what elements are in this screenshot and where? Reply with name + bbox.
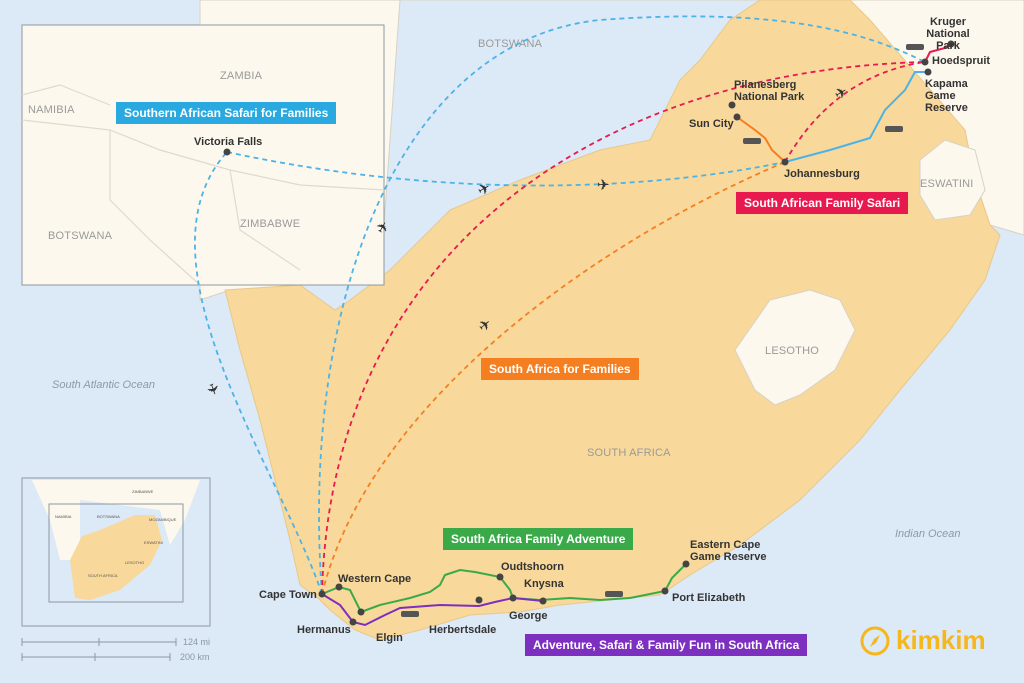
kimkim-logo: kimkim [860,625,986,656]
country-label-lesotho: LESOTHO [765,345,819,357]
country-label-eswatini: ESWATINI [920,178,974,190]
scale-miles: 124 mi [183,637,211,647]
place-sun-city: Sun City [689,118,734,130]
inset-label-namibia: NAMIBIA [28,104,75,116]
place-kapama: Kapama Game Reserve [925,78,968,114]
route-label-sa-for-families[interactable]: South Africa for Families [481,358,639,380]
south-africa-land [224,0,1001,641]
place-hermanus: Hermanus [297,624,351,636]
inset-map [21,24,385,286]
inset-label-zimbabwe: ZIMBABWE [240,218,301,230]
locator-botswana: BOTSWANA [97,514,120,519]
place-cape-town: Cape Town [259,589,317,601]
place-elgin: Elgin [376,632,403,644]
locator-eswatini: ESWATINI [144,540,163,545]
place-george: George [509,610,548,622]
place-kruger: Kruger National Park [926,16,970,52]
flight-route-red [321,61,926,595]
ocean-label-atlantic: South Atlantic Ocean [52,379,155,391]
scale-km: 200 km [180,652,210,662]
place-western-cape: Western Cape [338,573,412,585]
route-label-family-adventure[interactable]: South Africa Family Adventure [443,528,634,550]
flight-route-blue [194,15,926,595]
inset-label-botswana: BOTSWANA [48,230,113,242]
ocean-label-indian: Indian Ocean [895,528,961,540]
locator-lesotho: LESOTHO [125,560,145,565]
inset-borders [21,84,385,286]
place-eastern-cape: Eastern Cape Game Reserve [690,539,767,563]
plane-icon: ✈ [597,177,610,194]
place-port-elizabeth: Port Elizabeth [672,592,746,604]
place-victoria-falls: Victoria Falls [194,136,263,148]
brand-name: kimkim [896,625,986,655]
route-label-family-safari[interactable]: South African Family Safari [736,192,909,214]
road-route-purple [321,593,544,627]
locator-mozambique: MOZAMBIQUE [149,517,177,522]
place-hoedspruit: Hoedspruit [932,55,991,67]
road-route-red [924,43,952,63]
car-icons [401,44,924,617]
place-oudtshoorn: Oudtshoorn [501,561,564,573]
inset-label-zambia: ZAMBIA [220,70,263,82]
road-route-blue [784,71,928,163]
road-route-green [321,563,687,614]
place-herbertsdale: Herbertsdale [429,624,497,636]
compass-icon [860,626,890,655]
road-route-orange [736,116,786,163]
locator-zimbabwe: ZIMBABWE [132,489,154,494]
scale-bars [21,638,177,661]
lesotho-shape [734,289,856,406]
country-label-south-africa: SOUTH AFRICA [587,447,671,459]
place-knysna: Knysna [524,578,564,590]
route-label-southern-african-safari[interactable]: Southern African Safari for Families [116,102,337,124]
country-label-botswana: BOTSWANA [478,38,543,50]
city-dots [223,40,955,626]
locator-namibia: NAMIBIA [55,514,72,519]
locator-south-africa: SOUTH AFRICA [88,573,118,578]
route-label-adventure-safari-fun[interactable]: Adventure, Safari & Family Fun in South … [525,634,808,656]
eswatini-shape [919,139,986,221]
place-pilanesberg: Pilanesberg National Park [734,79,805,103]
place-johannesburg: Johannesburg [784,168,860,180]
